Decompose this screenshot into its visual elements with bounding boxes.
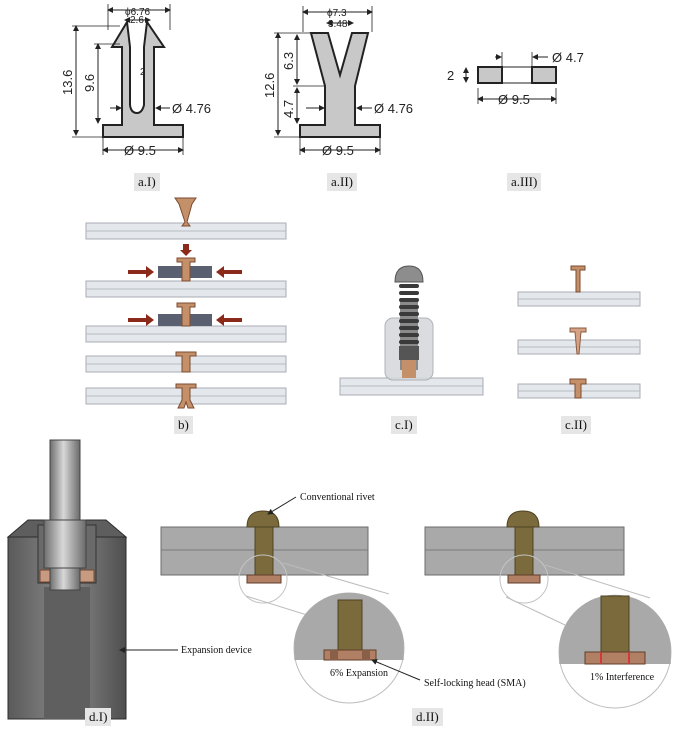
a1-rivet-body bbox=[102, 18, 184, 138]
c2-rivet-2 bbox=[569, 327, 587, 355]
d2-left-zoom-sma bbox=[323, 649, 377, 661]
panel-label-b: b) bbox=[174, 416, 193, 434]
panel-label-d2: d.II) bbox=[412, 708, 443, 726]
panel-a1-drawing: ϕ6.76 2.6 13.6 9.6 2 Ø 4.76 Ø 9.5 bbox=[60, 4, 211, 158]
b-left-arrow-3 bbox=[128, 314, 154, 326]
a2-rivet-body bbox=[299, 32, 381, 138]
a2-top-dia-label: ϕ7.3 bbox=[327, 8, 347, 19]
panel-c2-drawing bbox=[517, 265, 641, 399]
panel-d1-drawing bbox=[6, 439, 128, 720]
a3-inner-label: Ø 4.7 bbox=[552, 50, 584, 65]
d2-left-zoom-shank bbox=[337, 599, 363, 659]
panel-label-c1: c.I) bbox=[391, 416, 417, 434]
b-down-arrow bbox=[180, 244, 192, 256]
panel-b-drawing bbox=[85, 197, 287, 409]
b-rivet-4 bbox=[175, 351, 197, 373]
panel-a3-drawing: 2 Ø 4.7 Ø 9.5 bbox=[447, 50, 584, 107]
b-right-arrow-2 bbox=[216, 266, 242, 278]
a2-base-label: Ø 9.5 bbox=[322, 143, 354, 158]
panel-label-a1: a.I) bbox=[134, 173, 160, 191]
b-rivet-3 bbox=[176, 302, 196, 327]
a3-outer-label: Ø 9.5 bbox=[498, 92, 530, 107]
d2-right-zoom-sma bbox=[584, 651, 646, 665]
d2-left-sma-head bbox=[246, 574, 282, 584]
a1-leg-label: 9.6 bbox=[82, 74, 97, 92]
panel-c1-drawing bbox=[339, 265, 484, 396]
self-locking-leader bbox=[371, 659, 421, 681]
a1-base-label: Ø 9.5 bbox=[124, 143, 156, 158]
d2-right-zoom-ring bbox=[499, 554, 549, 604]
d2-right-zoom-shank bbox=[600, 595, 630, 663]
d2-left-zoom-ring bbox=[238, 554, 288, 604]
c1-knob bbox=[394, 265, 424, 283]
a1-top-dia-label: ϕ6.76 bbox=[125, 7, 151, 18]
a1-shank-label: Ø 4.76 bbox=[172, 101, 211, 116]
c2-rivet-1 bbox=[570, 265, 586, 293]
expansion-device-label: Expansion device bbox=[181, 645, 252, 656]
panel-label-c2: c.II) bbox=[561, 416, 592, 434]
d1-bore bbox=[44, 587, 90, 719]
expansion-pct-label: 6% Expansion bbox=[330, 668, 388, 679]
c2-rivet-3 bbox=[569, 378, 587, 399]
a1-height-label: 13.6 bbox=[60, 70, 75, 95]
d2-left-rivet-shank bbox=[254, 526, 274, 576]
a2-shank-label: Ø 4.76 bbox=[374, 101, 413, 116]
a2-height-label: 12.6 bbox=[262, 73, 277, 98]
a2-upper-label: 6.3 bbox=[281, 52, 296, 70]
panel-d2-left-drawing bbox=[160, 510, 405, 704]
interference-label: 1% Interference bbox=[590, 672, 655, 683]
a1-wall-label: 2 bbox=[140, 67, 146, 78]
d2-right-rivet-shank bbox=[514, 526, 534, 576]
panel-a2-drawing: ϕ7.3 3.48 12.6 6.3 4.7 Ø 4.76 Ø 9.5 bbox=[262, 6, 413, 158]
self-locking-label: Self-locking head (SMA) bbox=[424, 678, 526, 689]
a3-ring-left bbox=[477, 66, 503, 84]
b-left-arrow-2 bbox=[128, 266, 154, 278]
c1-collar bbox=[399, 346, 419, 360]
b-rivet-5 bbox=[175, 383, 197, 409]
a3-thickness-label: 2 bbox=[447, 68, 454, 83]
d2-left-rivet-head bbox=[246, 510, 280, 528]
d2-right-sma-head bbox=[507, 574, 541, 584]
panel-label-d1: d.I) bbox=[85, 708, 112, 726]
b-rivet-1 bbox=[174, 197, 197, 227]
panel-label-a3: a.III) bbox=[507, 173, 542, 191]
d2-right-rivet-head bbox=[506, 510, 540, 528]
conventional-rivet-leader bbox=[267, 496, 297, 515]
c1-rivet bbox=[402, 360, 416, 378]
panel-label-a2: a.II) bbox=[327, 173, 358, 191]
b-right-arrow-3 bbox=[216, 314, 242, 326]
a3-ring-right bbox=[531, 66, 557, 84]
a2-slot-label: 3.48 bbox=[328, 19, 348, 30]
panel-d2-right-drawing bbox=[424, 510, 672, 709]
a2-lower-label: 4.7 bbox=[281, 100, 296, 118]
b-rivet-2 bbox=[176, 257, 196, 282]
a1-slot-label: 2.6 bbox=[130, 15, 144, 26]
conventional-rivet-label: Conventional rivet bbox=[300, 492, 375, 503]
d1-mandrel-collar bbox=[43, 519, 87, 569]
c1-spring bbox=[399, 284, 419, 344]
